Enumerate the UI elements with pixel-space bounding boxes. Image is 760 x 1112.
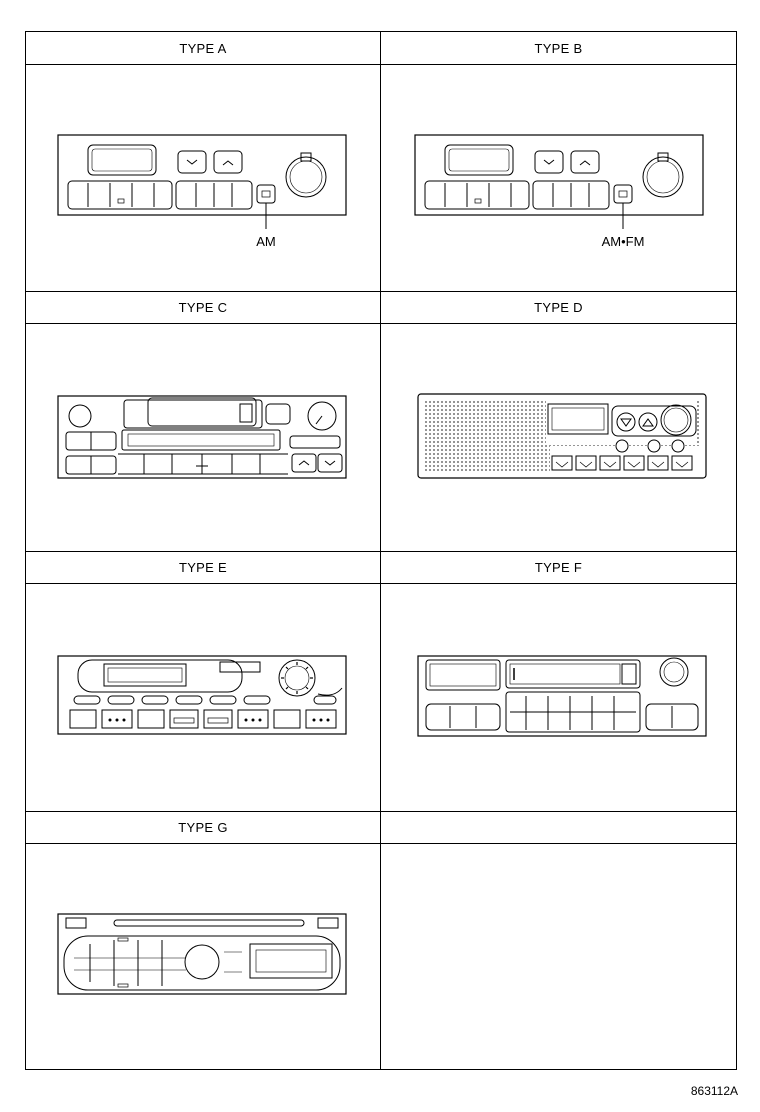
panel-title [381, 811, 736, 844]
radio-types-grid: TYPE A [25, 31, 737, 1070]
radio-type-f-illustration [417, 655, 707, 737]
panel-title: TYPE B [381, 32, 736, 65]
panel-title: TYPE G [26, 811, 380, 844]
panel-type-f: TYPE F [381, 551, 736, 811]
drawing-id: 863112A [690, 1084, 738, 1098]
panel-title: TYPE D [381, 291, 736, 324]
radio-type-d-illustration [417, 393, 707, 479]
panel-title: TYPE A [26, 32, 380, 65]
radio-type-e-illustration [57, 655, 347, 735]
radio-type-b-illustration: AM•FM [414, 134, 704, 249]
panel-type-e: TYPE E [26, 551, 381, 811]
radio-type-c-illustration [57, 395, 347, 479]
panel-empty [381, 811, 736, 1069]
panel-type-d: TYPE D [381, 291, 736, 551]
radio-type-g-illustration [57, 913, 347, 995]
panel-title: TYPE C [26, 291, 380, 324]
panel-type-g: TYPE G [26, 811, 381, 1069]
callout-label: AM [256, 234, 276, 249]
panel-type-b: TYPE B [381, 32, 736, 291]
radio-type-a-illustration: AM [57, 134, 347, 249]
panel-type-a: TYPE A [26, 32, 381, 291]
callout-label: AM•FM [602, 234, 645, 249]
panel-title: TYPE E [26, 551, 380, 584]
panel-type-c: TYPE C [26, 291, 381, 551]
panel-title: TYPE F [381, 551, 736, 584]
